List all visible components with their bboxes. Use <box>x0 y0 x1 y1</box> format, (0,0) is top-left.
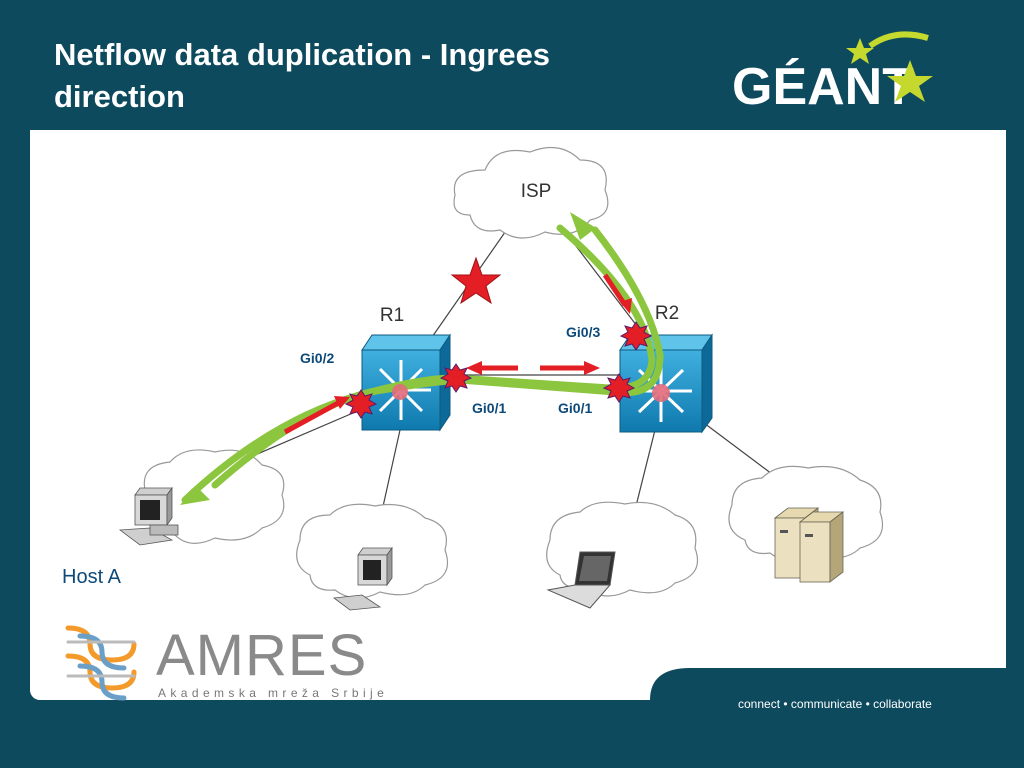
cloud-isp <box>453 146 609 239</box>
geant-logo: GÉANT <box>732 31 933 116</box>
amres-subtitle: Akademska mreža Srbije <box>158 686 389 700</box>
laptop-icon[interactable] <box>546 551 616 609</box>
slide-title: Netflow data duplication - Ingrees direc… <box>54 37 551 114</box>
interface-marker <box>619 321 653 351</box>
footer-tagline: connect • communicate • collaborate <box>738 697 932 711</box>
star-icon <box>846 38 874 64</box>
computer-icon[interactable] <box>332 546 393 611</box>
r2-gi01-label: Gi0/1 <box>558 400 592 416</box>
amres-wordmark: AMRES <box>156 623 368 688</box>
r1-label: R1 <box>380 305 404 326</box>
r1-gi02-label: Gi0/2 <box>300 350 334 366</box>
host-a-label: Host A <box>62 566 121 588</box>
interface-marker <box>344 389 378 419</box>
interface-marker <box>602 373 636 403</box>
star-icon <box>450 256 502 305</box>
cloud-r2-lan <box>546 501 699 597</box>
r2-label: R2 <box>655 303 679 324</box>
interface-marker <box>439 363 473 393</box>
flow-arrowhead-up <box>570 212 596 240</box>
red-arrows <box>283 273 628 435</box>
amres-logo <box>65 625 137 701</box>
title-panel <box>30 0 998 130</box>
geant-logo-text: GÉANT <box>732 58 914 116</box>
isp-label: ISP <box>521 181 552 202</box>
computer-icon[interactable] <box>118 486 179 546</box>
star-icon <box>887 60 933 102</box>
r2-gi03-label: Gi0/3 <box>566 324 600 340</box>
r1-gi01-label: Gi0/1 <box>472 400 506 416</box>
flow-arrowhead-down <box>180 486 210 505</box>
server-icon[interactable] <box>773 507 845 583</box>
cloud-host-a <box>141 449 285 544</box>
